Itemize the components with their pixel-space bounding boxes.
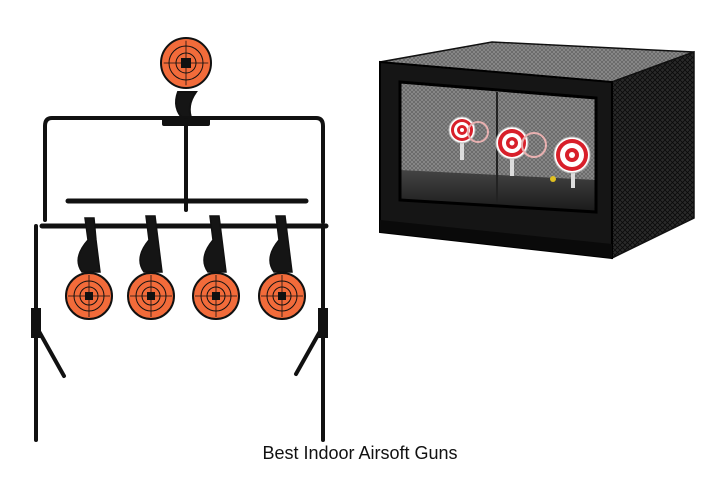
- hanging-spinner-target-4: [258, 215, 306, 320]
- caption-text: Best Indoor Airsoft Guns: [262, 443, 458, 463]
- hanging-spinner-target-3: [192, 215, 240, 320]
- hanging-spinner-target-2: [127, 215, 175, 320]
- hanging-spinner-target-1: [65, 217, 113, 320]
- box-target-2: [495, 126, 547, 176]
- box-target-3: [553, 136, 591, 188]
- spinner-target-stand: [31, 37, 329, 442]
- top-spinner-target: [160, 37, 212, 121]
- box-target-1: [448, 116, 489, 160]
- netted-target-box: [379, 41, 695, 260]
